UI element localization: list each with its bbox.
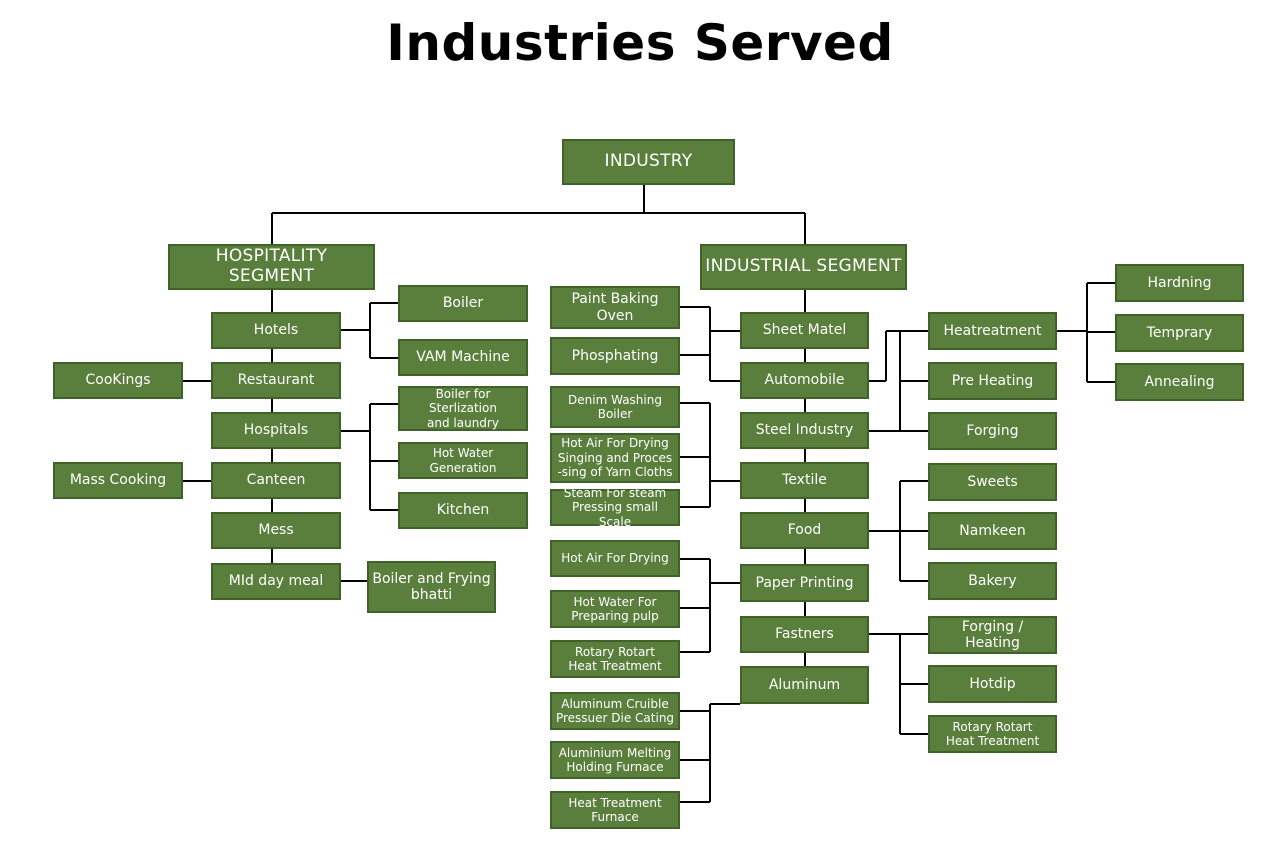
node-kitchen: Kitchen (398, 492, 528, 529)
node-denim-washing-boiler: Denim Washing Boiler (550, 386, 680, 428)
node-heat-treatment-furnace: Heat Treatment Furnace (550, 791, 680, 829)
node-hotels: Hotels (211, 312, 341, 349)
node-mid-day-meal: MId day meal (211, 563, 341, 600)
page-title: Industries Served (386, 14, 894, 72)
node-hot-air-yarn: Hot Air For Drying Singing and Proces -s… (550, 433, 680, 483)
node-heatreatment: Heatreatment (928, 312, 1057, 350)
node-namkeen: Namkeen (928, 512, 1057, 550)
node-automobile: Automobile (740, 362, 869, 399)
node-sheet-matel: Sheet Matel (740, 312, 869, 349)
node-hotdip: Hotdip (928, 665, 1057, 703)
node-aluminum-cruible: Aluminum Cruible Pressuer Die Cating (550, 692, 680, 730)
node-hardning: Hardning (1115, 264, 1244, 302)
node-steel-industry: Steel Industry (740, 412, 869, 449)
node-aluminum: Aluminum (740, 666, 869, 704)
node-boiler-sterlization: Boiler for Sterlization and laundry (398, 386, 528, 431)
node-forging-heating: Forging / Heating (928, 616, 1057, 654)
node-hospitals: Hospitals (211, 412, 341, 449)
node-boiler-frying-bhatti: Boiler and Frying bhatti (367, 561, 496, 613)
node-textile: Textile (740, 462, 869, 499)
node-temprary: Temprary (1115, 314, 1244, 352)
node-rotary-paper: Rotary Rotart Heat Treatment (550, 640, 680, 678)
node-canteen: Canteen (211, 462, 341, 499)
node-pre-heating: Pre Heating (928, 362, 1057, 400)
node-hotel-boiler: Boiler (398, 285, 528, 322)
node-hot-air-drying: Hot Air For Drying (550, 540, 680, 577)
node-fastners: Fastners (740, 616, 869, 653)
node-industrial-segment: INDUSTRIAL SEGMENT (700, 244, 907, 290)
node-forging: Forging (928, 412, 1057, 450)
node-mess: Mess (211, 512, 341, 549)
node-rotary-fastner: Rotary Rotart Heat Treatment (928, 715, 1057, 753)
node-restaurant: Restaurant (211, 362, 341, 399)
node-mass-cooking: Mass Cooking (53, 462, 183, 499)
node-food: Food (740, 512, 869, 549)
node-phosphating: Phosphating (550, 337, 680, 375)
node-steam-pressing: Steam For steam Pressing small Scale (550, 486, 680, 529)
node-hot-water-pulp: Hot Water For Preparing pulp (550, 590, 680, 628)
node-cookings: CooKings (53, 362, 183, 399)
node-hot-water-generation: Hot Water Generation (398, 442, 528, 479)
node-paper-printing: Paper Printing (740, 564, 869, 602)
node-aluminium-melting: Aluminium Melting Holding Furnace (550, 741, 680, 779)
node-bakery: Bakery (928, 562, 1057, 600)
node-annealing: Annealing (1115, 363, 1244, 401)
node-hospitality-segment: HOSPITALITY SEGMENT (168, 244, 375, 290)
node-industry: INDUSTRY (562, 139, 735, 185)
node-vam-machine: VAM Machine (398, 339, 528, 376)
node-paint-baking-oven: Paint Baking Oven (550, 286, 680, 329)
node-sweets: Sweets (928, 463, 1057, 501)
